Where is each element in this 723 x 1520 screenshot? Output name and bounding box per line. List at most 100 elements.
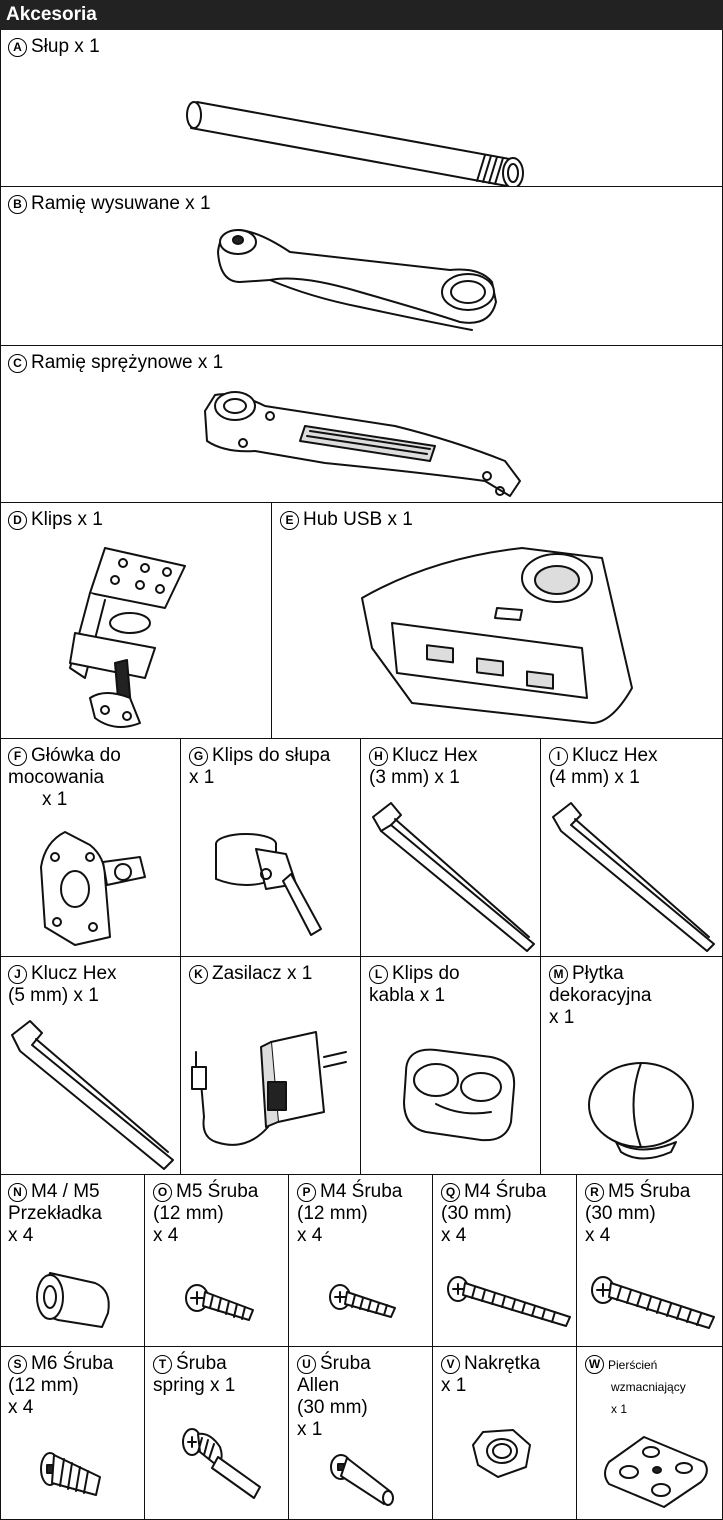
item-a-text: Słup x 1 [31, 36, 100, 57]
clamp-illustration [69, 547, 186, 728]
item-s-text: M6 Śruba (12 mm) x 4 [8, 1353, 114, 1418]
letter-badge: A [8, 38, 27, 57]
hex-key-4mm-illustration [552, 802, 715, 952]
item-p-text: M4 Śruba (12 mm) x 4 [297, 1181, 403, 1246]
item-c-text: Ramię sprężynowe x 1 [31, 352, 224, 373]
hex-key-3mm-illustration [372, 802, 535, 952]
section-title: Akcesoria [0, 0, 723, 30]
letter-badge: P [297, 1183, 316, 1202]
letter-badge: N [8, 1183, 27, 1202]
item-b-text: Ramię wysuwane x 1 [31, 193, 211, 214]
item-v-text: Nakrętka x 1 [441, 1353, 541, 1396]
letter-badge: W [585, 1355, 604, 1374]
letter-badge: B [8, 195, 27, 214]
letter-badge: I [549, 747, 568, 766]
item-w-qty: x 1 [611, 1402, 628, 1416]
item-i-text: Klucz Hex (4 mm) x 1 [549, 745, 658, 788]
item-u-text: Śruba Allen (30 mm) x 1 [297, 1353, 371, 1440]
item-o-text: M5 Śruba (12 mm) x 4 [153, 1181, 259, 1246]
m5-screw-30mm-illustration [591, 1276, 715, 1329]
item-f-text: Główka do mocowania [8, 745, 121, 788]
item-r-text: M5 Śruba (30 mm) x 4 [585, 1181, 691, 1246]
letter-badge: H [369, 747, 388, 766]
power-adapter-illustration [191, 1031, 347, 1146]
spacer-illustration [36, 1272, 110, 1328]
pole-illustration [186, 101, 524, 186]
m5-screw-12mm-illustration [185, 1284, 254, 1321]
item-w-text-2: wzmacniający [611, 1380, 686, 1394]
item-g-text: Klips do słupa x 1 [189, 745, 331, 788]
letter-badge: G [189, 747, 208, 766]
item-n-text: M4 / M5 Przekładka x 4 [8, 1181, 102, 1246]
letter-badge: D [8, 511, 27, 530]
item-e-text: Hub USB x 1 [303, 509, 413, 530]
item-w-text: Pierścień [608, 1358, 658, 1372]
item-w-reinforcement-plate: W Pierścień wzmacniający x 1 [577, 1347, 723, 1520]
letter-badge: V [441, 1355, 460, 1374]
letter-badge: E [280, 511, 299, 530]
usb-hub-illustration [361, 547, 633, 724]
item-f-qty: x 1 [42, 789, 68, 810]
cable-clip-illustration [403, 1048, 516, 1142]
spring-screw-illustration [182, 1428, 261, 1499]
item-t-text: Śruba spring x 1 [153, 1353, 236, 1396]
letter-badge: K [189, 965, 208, 984]
letter-badge: R [585, 1183, 604, 1202]
letter-badge: S [8, 1355, 27, 1374]
letter-badge: L [369, 965, 388, 984]
reinforcement-plate-illustration [604, 1436, 708, 1508]
nut-illustration [472, 1429, 531, 1478]
item-l-text: Klips do kabla x 1 [369, 963, 460, 1006]
spring-arm-illustration [204, 391, 521, 497]
allen-screw-illustration [330, 1454, 394, 1506]
letter-badge: M [549, 965, 568, 984]
letter-badge: Q [441, 1183, 460, 1202]
letter-badge: J [8, 965, 27, 984]
letter-badge: O [153, 1183, 172, 1202]
item-w-label: W Pierścień wzmacniający x 1 [585, 1353, 686, 1419]
extension-arm-illustration [217, 229, 497, 331]
item-h-text: Klucz Hex (3 mm) x 1 [369, 745, 478, 788]
item-k-text: Zasilacz x 1 [212, 963, 313, 984]
vesa-head-illustration [40, 831, 146, 946]
